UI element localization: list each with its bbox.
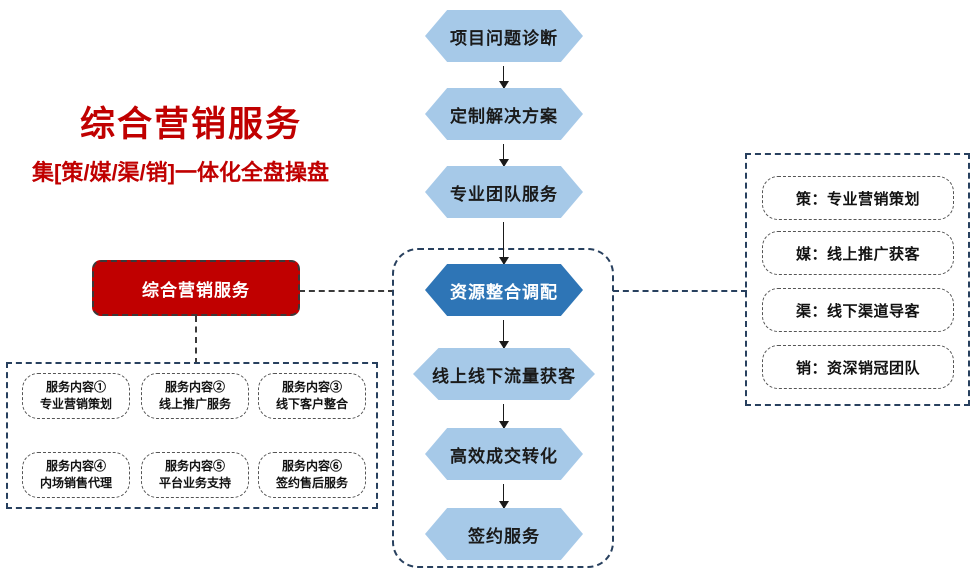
flow-arrow-5 — [498, 404, 509, 429]
flow-node-2[interactable]: 定制解决方案 — [425, 88, 583, 140]
pillar-item-2[interactable]: 媒：线上推广获客 — [762, 231, 954, 275]
service-item-1-index: 服务内容① — [45, 379, 106, 394]
flow-node-4-active[interactable]: 资源整合调配 — [425, 264, 583, 316]
service-item-6[interactable]: 服务内容⑥ 签约售后服务 — [258, 452, 366, 498]
flow-node-1[interactable]: 项目问题诊断 — [425, 10, 583, 62]
connector-highlight-to-flow — [299, 290, 394, 292]
service-item-2-name: 线上推广服务 — [158, 397, 231, 411]
flow-node-6-label: 高效成交转化 — [450, 446, 558, 466]
flow-node-3-label: 专业团队服务 — [450, 184, 558, 204]
service-item-3-index: 服务内容③ — [281, 379, 342, 394]
flow-arrow-1 — [498, 66, 509, 89]
service-item-4-index: 服务内容④ — [45, 458, 106, 473]
service-item-2[interactable]: 服务内容② 线上推广服务 — [141, 373, 249, 419]
service-item-4[interactable]: 服务内容④ 内场销售代理 — [22, 452, 130, 498]
flow-arrow-4 — [498, 320, 509, 349]
service-item-1-name: 专业营销策划 — [39, 397, 112, 411]
service-item-5-index: 服务内容⑤ — [164, 458, 225, 473]
service-item-4-name: 内场销售代理 — [39, 476, 112, 490]
pillar-item-2-label: 媒：线上推广获客 — [795, 245, 920, 263]
service-item-2-index: 服务内容② — [164, 379, 225, 394]
pillar-item-4[interactable]: 销：资深销冠团队 — [762, 345, 954, 389]
service-item-5[interactable]: 服务内容⑤ 平台业务支持 — [141, 452, 249, 498]
service-item-1[interactable]: 服务内容① 专业营销策划 — [22, 373, 130, 419]
flow-arrow-6 — [498, 484, 509, 509]
flow-node-5-label: 线上线下流量获客 — [432, 366, 576, 386]
page-subtitle: 集[策/媒/渠/销]一体化全盘操盘 — [32, 160, 329, 185]
services-container — [6, 362, 378, 509]
page-title: 综合营销服务 — [80, 105, 303, 144]
pillar-item-3[interactable]: 渠：线下渠道导客 — [762, 288, 954, 332]
service-item-6-name: 签约售后服务 — [275, 476, 348, 490]
flow-node-5[interactable]: 线上线下流量获客 — [413, 348, 595, 400]
highlight-box-comprehensive-marketing[interactable]: 综合营销服务 — [92, 260, 300, 316]
pillars-container — [745, 153, 970, 406]
pillar-item-3-label: 渠：线下渠道导客 — [795, 302, 920, 320]
flow-node-4-label: 资源整合调配 — [450, 282, 558, 302]
flow-node-7-label: 签约服务 — [468, 526, 540, 546]
flow-node-6[interactable]: 高效成交转化 — [425, 428, 583, 480]
flow-arrow-3 — [498, 222, 509, 265]
flow-node-2-label: 定制解决方案 — [450, 106, 558, 126]
connector-highlight-to-services — [195, 316, 197, 364]
flow-node-3[interactable]: 专业团队服务 — [425, 166, 583, 218]
service-item-5-name: 平台业务支持 — [158, 476, 231, 490]
flow-node-1-label: 项目问题诊断 — [450, 28, 558, 48]
highlight-box-label: 综合营销服务 — [142, 280, 250, 300]
pillar-item-4-label: 销：资深销冠团队 — [795, 359, 920, 377]
flow-arrow-2 — [498, 144, 509, 167]
connector-flow-to-pillars — [613, 290, 747, 292]
service-item-3-name: 线下客户整合 — [275, 397, 348, 411]
pillar-item-1[interactable]: 策：专业营销策划 — [762, 176, 954, 220]
service-item-3[interactable]: 服务内容③ 线下客户整合 — [258, 373, 366, 419]
flow-node-7[interactable]: 签约服务 — [425, 508, 583, 560]
service-item-6-index: 服务内容⑥ — [281, 458, 342, 473]
pillar-item-1-label: 策：专业营销策划 — [795, 190, 920, 208]
